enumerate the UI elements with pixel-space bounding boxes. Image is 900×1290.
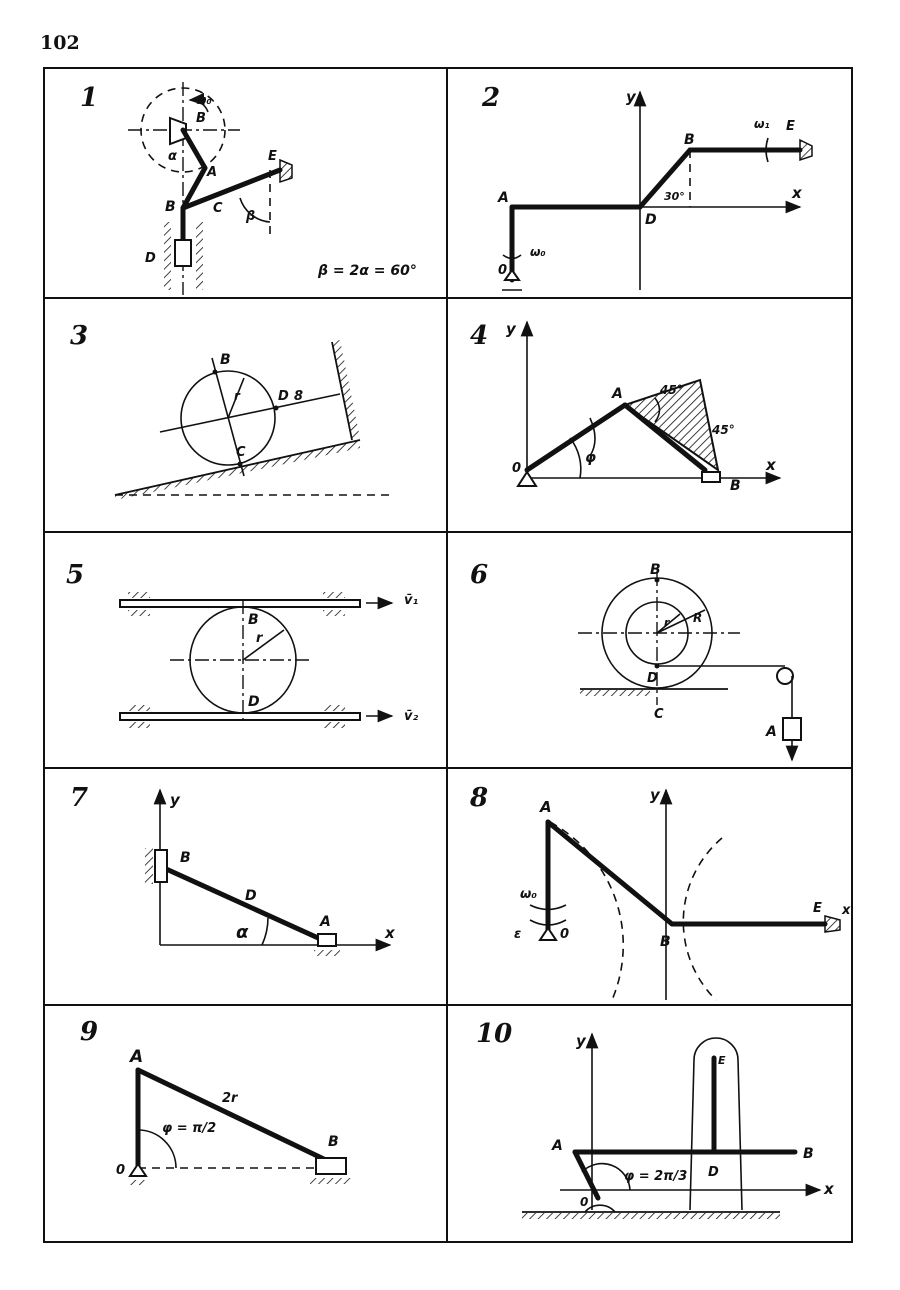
figure-label: r (256, 631, 264, 646)
panel-1-number: 1 (80, 83, 98, 113)
panel-8-number: 8 (469, 783, 488, 813)
panel-2-number: 2 (481, 83, 500, 113)
figure-label: B (180, 850, 191, 866)
figure-label: A (128, 1047, 143, 1067)
panel-7-number: 7 (70, 783, 88, 813)
panel-1-formula: β = 2α = 60° (317, 263, 417, 279)
figure-label: x (765, 456, 777, 474)
figure-label: C (213, 201, 223, 216)
figure-label: B (165, 199, 176, 215)
figure-label: D (245, 888, 257, 904)
panel-8: 8 A y ω₀ ε 0 B E x (469, 783, 851, 1001)
figure-label: y (506, 320, 517, 338)
figure-label: α (236, 922, 249, 943)
figure-label: x (384, 924, 396, 942)
figure-label: r (664, 616, 670, 629)
figure-label: y (650, 786, 661, 804)
panel-6: 6 B r R D C A (470, 560, 802, 762)
figure-label: A (206, 165, 217, 180)
figure-label: E (268, 149, 277, 164)
figure-label: 0 (580, 1195, 588, 1209)
figure-label: x (791, 184, 803, 202)
figure-label: D (278, 389, 289, 404)
figure-label: B (660, 934, 671, 950)
figure-label: α (168, 149, 177, 164)
figure-label: D (145, 251, 156, 266)
figure-label: B (220, 352, 231, 368)
panel-3: 3 B D 8 C r (70, 321, 395, 500)
figure-label: D (708, 1165, 719, 1180)
panel-grid (43, 67, 853, 1243)
panel-9-number: 9 (80, 1017, 98, 1047)
panel-7: 7 y x B D A α (70, 783, 396, 956)
panel-5: 5 B D r v̄₁ v̄₂ (66, 560, 418, 728)
panel-10-formula: φ = 2π/3 (624, 1169, 687, 1184)
figure-label: C (236, 445, 246, 460)
figure-label: ω₀ (520, 887, 537, 902)
figure-label: E (786, 119, 795, 134)
figure-label: B (803, 1146, 814, 1162)
figure-label: y (626, 88, 637, 106)
panel-10: 10 y x A B D E 0 φ = 2π/3 (476, 1019, 835, 1219)
figure-label: 0 (116, 1163, 125, 1178)
figure-label: y (170, 791, 181, 809)
figure-label: ω₀ (196, 93, 212, 107)
figure-label: 30° (664, 190, 685, 203)
figure-label: 45° (659, 383, 683, 397)
figure-label: ω₀ (530, 245, 546, 259)
figure-label: v̄₂ (404, 709, 418, 724)
figure-label: B (196, 111, 206, 126)
figure-label: D (248, 694, 260, 710)
figure-label: A (319, 914, 331, 930)
figure-label: 0 (498, 263, 507, 278)
figure-label: β (245, 209, 255, 224)
figure-label: B (248, 612, 259, 628)
panel-10-number: 10 (476, 1019, 512, 1049)
figure-label: ε (514, 927, 521, 942)
figure-label: v̄₁ (404, 593, 418, 608)
figure-label: C (654, 707, 664, 722)
panel-6-number: 6 (470, 560, 488, 590)
figure-label: 2r (222, 1091, 239, 1106)
figure-label: D (647, 671, 658, 686)
panel-4-number: 4 (470, 321, 488, 351)
figure-label: A (497, 190, 509, 206)
panel-9-formula: φ = π/2 (162, 1121, 216, 1136)
panel-2: 2 y x A B D E 0 ω₁ ω₀ 30° (481, 83, 813, 291)
figure-label: R (693, 611, 702, 625)
panel-4: 4 y x A 0 B φ 45° 45° (470, 320, 782, 494)
figure-label: A (551, 1138, 563, 1154)
figure-label: E (813, 901, 822, 916)
figure-label: B (650, 562, 661, 578)
figure-label: x (823, 1180, 835, 1198)
figure-label: B (730, 478, 741, 494)
figure-label: 0 (560, 927, 569, 942)
figure-label: B (684, 132, 695, 148)
figure-label: D (645, 212, 657, 228)
figure-label: 45° (711, 423, 735, 437)
figure-label: φ (585, 450, 596, 466)
figure-label: A (765, 724, 777, 740)
panel-3-number: 3 (70, 321, 88, 351)
panel-5-number: 5 (66, 560, 84, 590)
figure-label: A (611, 386, 623, 402)
figure-label: 0 (512, 461, 521, 476)
panel-1: 1 B A B C E D ω₀ α β β = 2α = 60° (80, 82, 417, 295)
figure-label: 8 (294, 389, 303, 404)
figure-label: y (576, 1032, 587, 1050)
figure-label: x (841, 903, 851, 918)
figure-label: B (328, 1134, 339, 1150)
figure-label: ω₁ (754, 117, 770, 131)
panel-9: 9 A 2r 0 B φ = π/2 (80, 1017, 352, 1185)
figure-label: E (718, 1054, 726, 1067)
figure-label: r (234, 389, 241, 403)
figure-label: A (539, 798, 552, 816)
page-number: 102 (40, 32, 80, 54)
